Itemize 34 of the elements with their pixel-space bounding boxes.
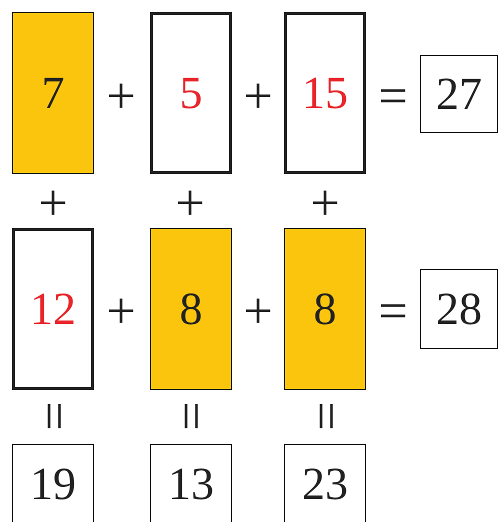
number: 15 xyxy=(302,70,348,116)
number-box xyxy=(420,55,498,133)
number-box xyxy=(284,12,366,174)
number: 13 xyxy=(168,461,214,507)
operator-sign: + xyxy=(38,178,68,230)
number: 7 xyxy=(42,70,64,116)
number: 23 xyxy=(302,461,348,507)
number-box xyxy=(284,444,366,522)
number: 5 xyxy=(180,70,202,116)
number: 8 xyxy=(180,286,202,332)
number-box xyxy=(150,228,232,390)
operator-sign: = xyxy=(378,286,408,338)
number-box xyxy=(420,269,498,349)
operator-sign: + xyxy=(310,178,340,230)
operator-sign: + xyxy=(175,178,205,230)
number-box xyxy=(12,444,94,522)
number-box xyxy=(284,228,366,390)
number: 28 xyxy=(436,286,482,332)
number: 27 xyxy=(436,71,482,117)
number-box xyxy=(12,228,94,390)
operator-sign: + xyxy=(243,286,273,338)
operator-sign: = xyxy=(299,401,351,431)
operator-sign: = xyxy=(164,401,216,431)
number-box xyxy=(12,12,94,174)
operator-sign: = xyxy=(378,71,408,123)
operator-sign: + xyxy=(106,71,136,123)
number: 19 xyxy=(30,461,76,507)
operator-sign: + xyxy=(106,286,136,338)
number-box xyxy=(150,444,232,522)
operator-sign: = xyxy=(27,401,79,431)
number: 8 xyxy=(314,286,336,332)
operator-sign: + xyxy=(243,71,273,123)
number: 12 xyxy=(30,286,76,332)
number-box xyxy=(150,12,232,174)
